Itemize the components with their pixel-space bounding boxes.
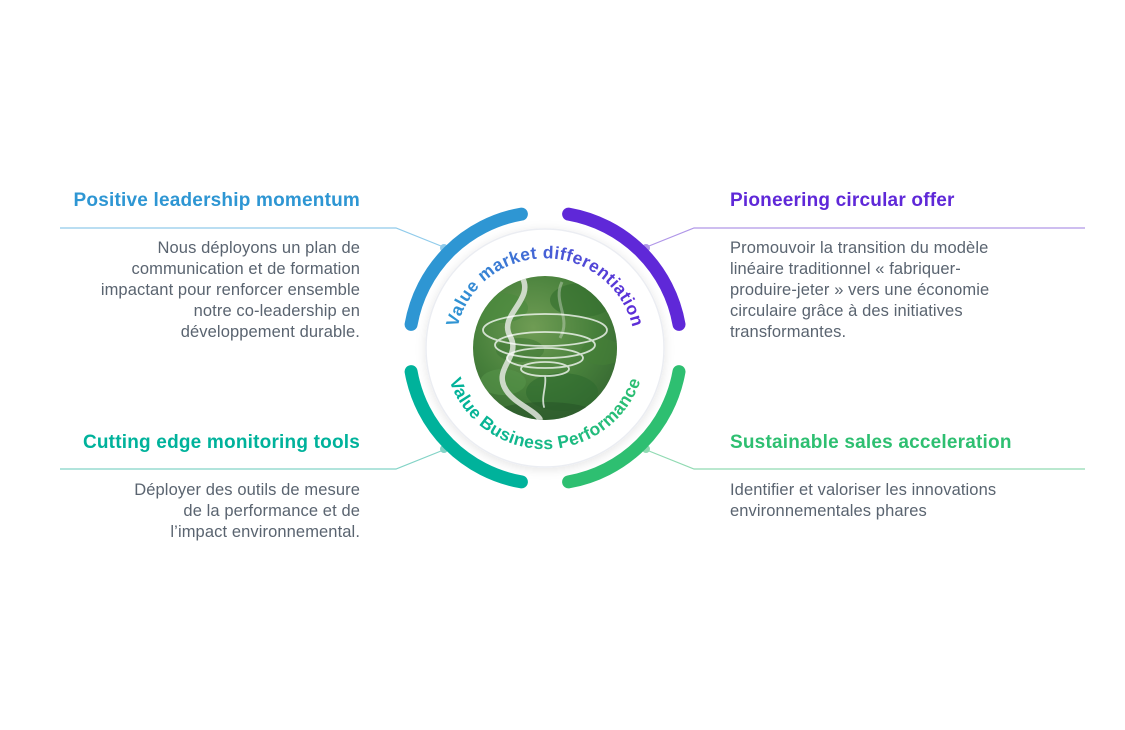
quadrant-top-left: Positive leadership momentum Nous déploy… [40, 190, 360, 343]
quadrant-body-top-right: Promouvoir la transition du modèle linéa… [730, 239, 990, 341]
quadrant-bottom-left: Cutting edge monitoring tools Déployer d… [40, 432, 360, 543]
connector-line-top-right [648, 227, 1085, 247]
spiral-sketch [482, 313, 608, 408]
connector-line-bottom-left [60, 450, 442, 470]
quadrant-title-bottom-left: Cutting edge monitoring tools [82, 432, 360, 453]
quadrant-title-top-right: Pioneering circular offer [730, 190, 955, 211]
winding-road [499, 276, 543, 420]
quadrant-title-top-left: Positive leadership momentum [73, 190, 360, 211]
quadrant-body-top-left: Nous déployons un plan de communication … [100, 239, 360, 341]
quadrant-bottom-right: Sustainable sales acceleration Identifie… [730, 432, 1090, 522]
ring-arc-top-left [404, 207, 528, 331]
quadrant-title-bottom-right: Sustainable sales acceleration [730, 432, 1012, 453]
quadrant-body-bottom-right: Identifier et valoriser les innovations … [730, 481, 997, 520]
connector-line-bottom-right [648, 450, 1085, 470]
quadrant-body-bottom-left: Déployer des outils de mesure de la perf… [134, 481, 360, 541]
aerial-forest-photo [473, 276, 617, 420]
connector-line-top-left [60, 227, 442, 247]
ring-arc-bottom-right [562, 365, 686, 489]
ring-arc-top-right [562, 207, 686, 331]
quadrant-top-right: Pioneering circular offer Promouvoir la … [730, 190, 1090, 343]
ring-arc-bottom-left [404, 365, 528, 489]
